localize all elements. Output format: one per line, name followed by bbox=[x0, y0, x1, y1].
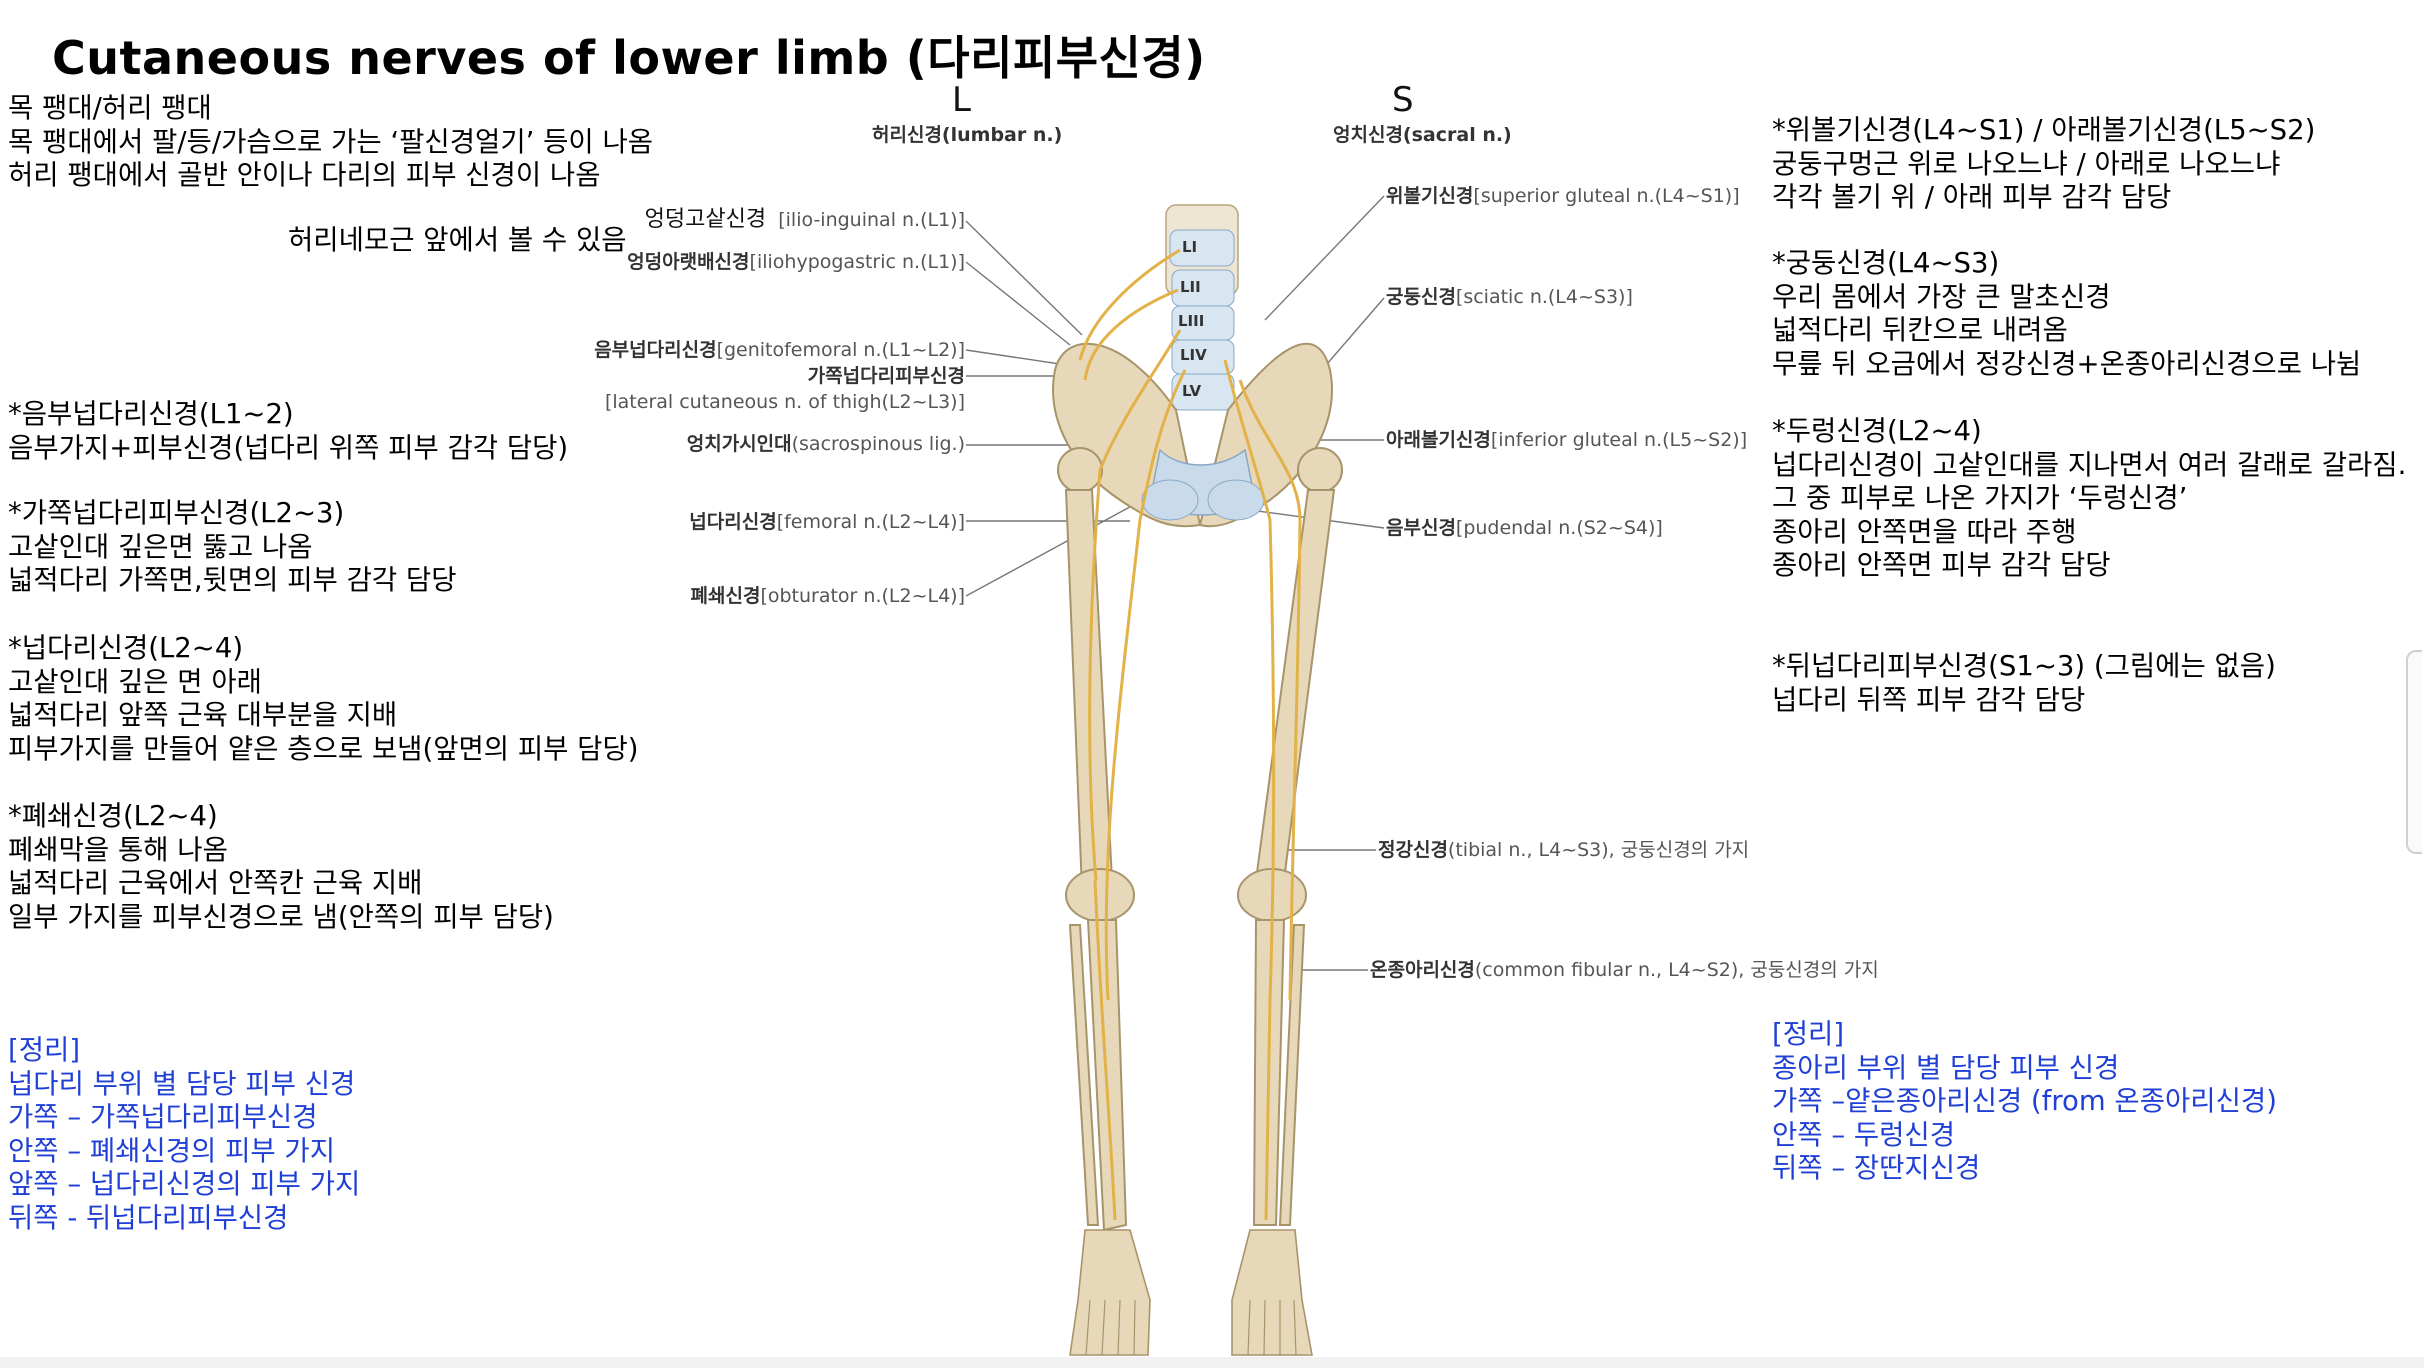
summary-line: 안쪽 – 두렁신경 bbox=[1772, 1118, 1956, 1151]
sacral-header: 엉치신경(sacral n.) bbox=[1333, 124, 1512, 146]
note-sciatic: *궁둥신경(L4~S3) 우리 몸에서 가장 큰 말초신경 넓적다리 뒤칸으로 … bbox=[1772, 247, 2361, 381]
note-line: *두렁신경(L2~4) bbox=[1772, 415, 1982, 447]
note-line: 종아리 안쪽면 피부 감각 담당 bbox=[1772, 549, 2111, 581]
note-genitofemoral: *음부넙다리신경(L1~2) 음부가지+피부신경(넙다리 위쪽 피부 감각 담당… bbox=[8, 398, 568, 465]
note-line: 그 중 피부로 나온 가지가 ‘두렁신경’ bbox=[1772, 482, 2188, 514]
note-line: 폐쇄막을 통해 나옴 bbox=[8, 833, 228, 866]
label-tibial: 정강신경(tibial n., L4~S3), 궁둥신경의 가지 bbox=[1378, 839, 1750, 861]
note-line: 음부가지+피부신경(넙다리 위쪽 피부 감각 담당) bbox=[8, 431, 569, 464]
page-title: Cutaneous nerves of lower limb (다리피부신경) bbox=[52, 31, 1206, 85]
label-lateral-cutaneous-ko: 가쪽넙다리피부신경 bbox=[807, 365, 965, 387]
intro-line: 허리 팽대에서 골반 안이나 다리의 피부 신경이 나옴 bbox=[8, 159, 601, 191]
label-lateral-cutaneous-en: [lateral cutaneous n. of thigh(L2~L3)] bbox=[604, 391, 965, 413]
label-iliohypogastric: 엉덩아랫배신경[iliohypogastric n.(L1)] bbox=[627, 251, 965, 273]
lumbar-header: 허리신경(lumbar n.) bbox=[872, 124, 1063, 146]
vertebra-l4: LIV bbox=[1180, 346, 1207, 364]
note-line: *위볼기신경(L4~S1) / 아래볼기신경(L5~S2) bbox=[1772, 114, 2316, 146]
summary-line: 가쪽 –얕은종아리신경 (from 온종아리신경) bbox=[1772, 1085, 2277, 1117]
note-line: 각각 볼기 위 / 아래 피부 감각 담당 bbox=[1772, 181, 2172, 213]
note-line: 넓적다리 근육에서 안쪽칸 근육 지배 bbox=[8, 867, 423, 899]
letter-l: L bbox=[952, 80, 971, 120]
summary-line: 뒤쪽 – 장딴지신경 bbox=[1772, 1152, 1981, 1184]
vertebra-l2: LII bbox=[1180, 278, 1201, 296]
summary-line: 종아리 부위 별 담당 피부 신경 bbox=[1772, 1051, 2120, 1084]
vertebra-l5: LV bbox=[1182, 382, 1201, 400]
label-inferior-gluteal: 아래볼기신경[inferior gluteal n.(L5~S2)] bbox=[1386, 429, 1748, 451]
feet bbox=[1069, 1229, 1313, 1356]
note-femoral: *넙다리신경(L2~4) 고샅인대 깊은 면 아래 넓적다리 앞쪽 근육 대부분… bbox=[8, 632, 639, 766]
label-superior-gluteal: 위볼기신경[superior gluteal n.(L4~S1)] bbox=[1386, 185, 1740, 207]
note-line: 넓적다리 앞쪽 근육 대부분을 지배 bbox=[8, 699, 398, 731]
note-obturator: *폐쇄신경(L2~4) 폐쇄막을 통해 나옴 넓적다리 근육에서 안쪽칸 근육 … bbox=[8, 800, 554, 934]
vertebra-labels: LI LII LIII LIV LV bbox=[1178, 238, 1207, 400]
note-line: 일부 가지를 피부신경으로 냄(안쪽의 피부 담당) bbox=[8, 900, 554, 933]
label-femoral: 넙다리신경[femoral n.(L2~L4)] bbox=[689, 511, 965, 533]
note-line: *넙다리신경(L2~4) bbox=[8, 632, 244, 664]
right-summary: [정리] 종아리 부위 별 담당 피부 신경 가쪽 –얕은종아리신경 (from… bbox=[1772, 1018, 2277, 1186]
note-saphenous: *두렁신경(L2~4) 넙다리신경이 고샅인대를 지나면서 여러 갈래로 갈라짐… bbox=[1772, 415, 2406, 583]
intro-line: 목 팽대에서 팔/등/가슴으로 가는 ‘팔신경얼기’ 등이 나옴 bbox=[8, 125, 654, 158]
summary-line: 뒤쪽 - 뒤넙다리피부신경 bbox=[8, 1201, 289, 1234]
label-obturator: 폐쇄신경[obturator n.(L2~L4)] bbox=[690, 585, 965, 607]
note-line: 넓적다리 가쪽면,뒷면의 피부 감각 담당 bbox=[8, 564, 457, 596]
note-line: 넙다리신경이 고샅인대를 지나면서 여러 갈래로 갈라짐. bbox=[1772, 448, 2407, 481]
note-line: *가쪽넙다리피부신경(L2~3) bbox=[8, 497, 345, 529]
summary-line: 앞쪽 – 넙다리신경의 피부 가지 bbox=[8, 1168, 361, 1200]
note-posterior-cutaneous: *뒤넙다리피부신경(S1~3) (그림에는 없음) 넙다리 뒤쪽 피부 감각 담… bbox=[1772, 650, 2276, 717]
label-ilioinguinal: 엉덩고샅신경 [ilio-inguinal n.(L1)] bbox=[644, 207, 965, 232]
note-line: *뒤넙다리피부신경(S1~3) (그림에는 없음) bbox=[1772, 650, 2276, 682]
summary-line: 가쪽 – 가쪽넙다리피부신경 bbox=[8, 1101, 318, 1133]
note-line: 고샅인대 깊은면 뚫고 나옴 bbox=[8, 530, 313, 563]
note-line: 무릎 뒤 오금에서 정강신경+온종아리신경으로 나뉨 bbox=[1772, 347, 2362, 380]
bottom-bar bbox=[0, 1357, 2424, 1368]
vertebra-l1: LI bbox=[1182, 238, 1197, 256]
summary-line: [정리] bbox=[8, 1034, 81, 1066]
note-line: 피부가지를 만들어 얕은 층으로 보냄(앞면의 피부 담당) bbox=[8, 732, 639, 765]
intro-line: 목 팽대/허리 팽대 bbox=[8, 92, 212, 124]
note-lateral-cutaneous: *가쪽넙다리피부신경(L2~3) 고샅인대 깊은면 뚫고 나옴 넓적다리 가쪽면… bbox=[8, 497, 457, 598]
left-summary: [정리] 넙다리 부위 별 담당 피부 신경 가쪽 – 가쪽넙다리피부신경 안쪽… bbox=[8, 1034, 360, 1235]
label-common-fibular: 온종아리신경(common fibular n., L4~S2), 궁둥신경의 … bbox=[1370, 959, 1879, 981]
intro-text: 목 팽대/허리 팽대 목 팽대에서 팔/등/가슴으로 가는 ‘팔신경얼기’ 등이… bbox=[8, 92, 653, 193]
label-genitofemoral: 음부넙다리신경[genitofemoral n.(L1~L2)] bbox=[594, 339, 965, 361]
summary-line: 안쪽 – 폐쇄신경의 피부 가지 bbox=[8, 1134, 336, 1167]
scroll-handle[interactable] bbox=[2406, 650, 2422, 854]
summary-line: [정리] bbox=[1772, 1018, 1845, 1050]
note-line: 넙다리 뒤쪽 피부 감각 담당 bbox=[1772, 683, 2086, 716]
label-sacrospinous: 엉치가시인대(sacrospinous lig.) bbox=[686, 433, 965, 455]
note-gluteal: *위볼기신경(L4~S1) / 아래볼기신경(L5~S2) 궁둥구멍근 위로 나… bbox=[1772, 114, 2315, 215]
note-line: *음부넙다리신경(L1~2) bbox=[8, 398, 294, 430]
note-line: *폐쇄신경(L2~4) bbox=[8, 800, 218, 832]
label-sciatic: 궁둥신경[sciatic n.(L4~S3)] bbox=[1386, 286, 1633, 308]
toe-lines bbox=[1085, 1299, 1297, 1356]
intro-note: 허리네모근 앞에서 볼 수 있음 bbox=[288, 224, 627, 256]
note-line: *궁둥신경(L4~S3) bbox=[1772, 247, 2000, 279]
lumbar-spine bbox=[1165, 204, 1239, 411]
note-line: 넓적다리 뒤칸으로 내려옴 bbox=[1772, 314, 2068, 346]
note-line: 종아리 안쪽면을 따라 주행 bbox=[1772, 515, 2077, 548]
letter-s: S bbox=[1392, 80, 1414, 120]
note-line: 우리 몸에서 가장 큰 말초신경 bbox=[1772, 280, 2111, 313]
nerves bbox=[1078, 248, 1302, 1221]
summary-line: 넙다리 부위 별 담당 피부 신경 bbox=[8, 1067, 356, 1100]
vertebra-l3: LIII bbox=[1178, 312, 1204, 330]
note-line: 궁둥구멍근 위로 나오느냐 / 아래로 나오느냐 bbox=[1772, 147, 2281, 180]
label-pudendal: 음부신경[pudendal n.(S2~S4)] bbox=[1386, 517, 1663, 539]
note-line: 고샅인대 깊은 면 아래 bbox=[8, 665, 262, 698]
